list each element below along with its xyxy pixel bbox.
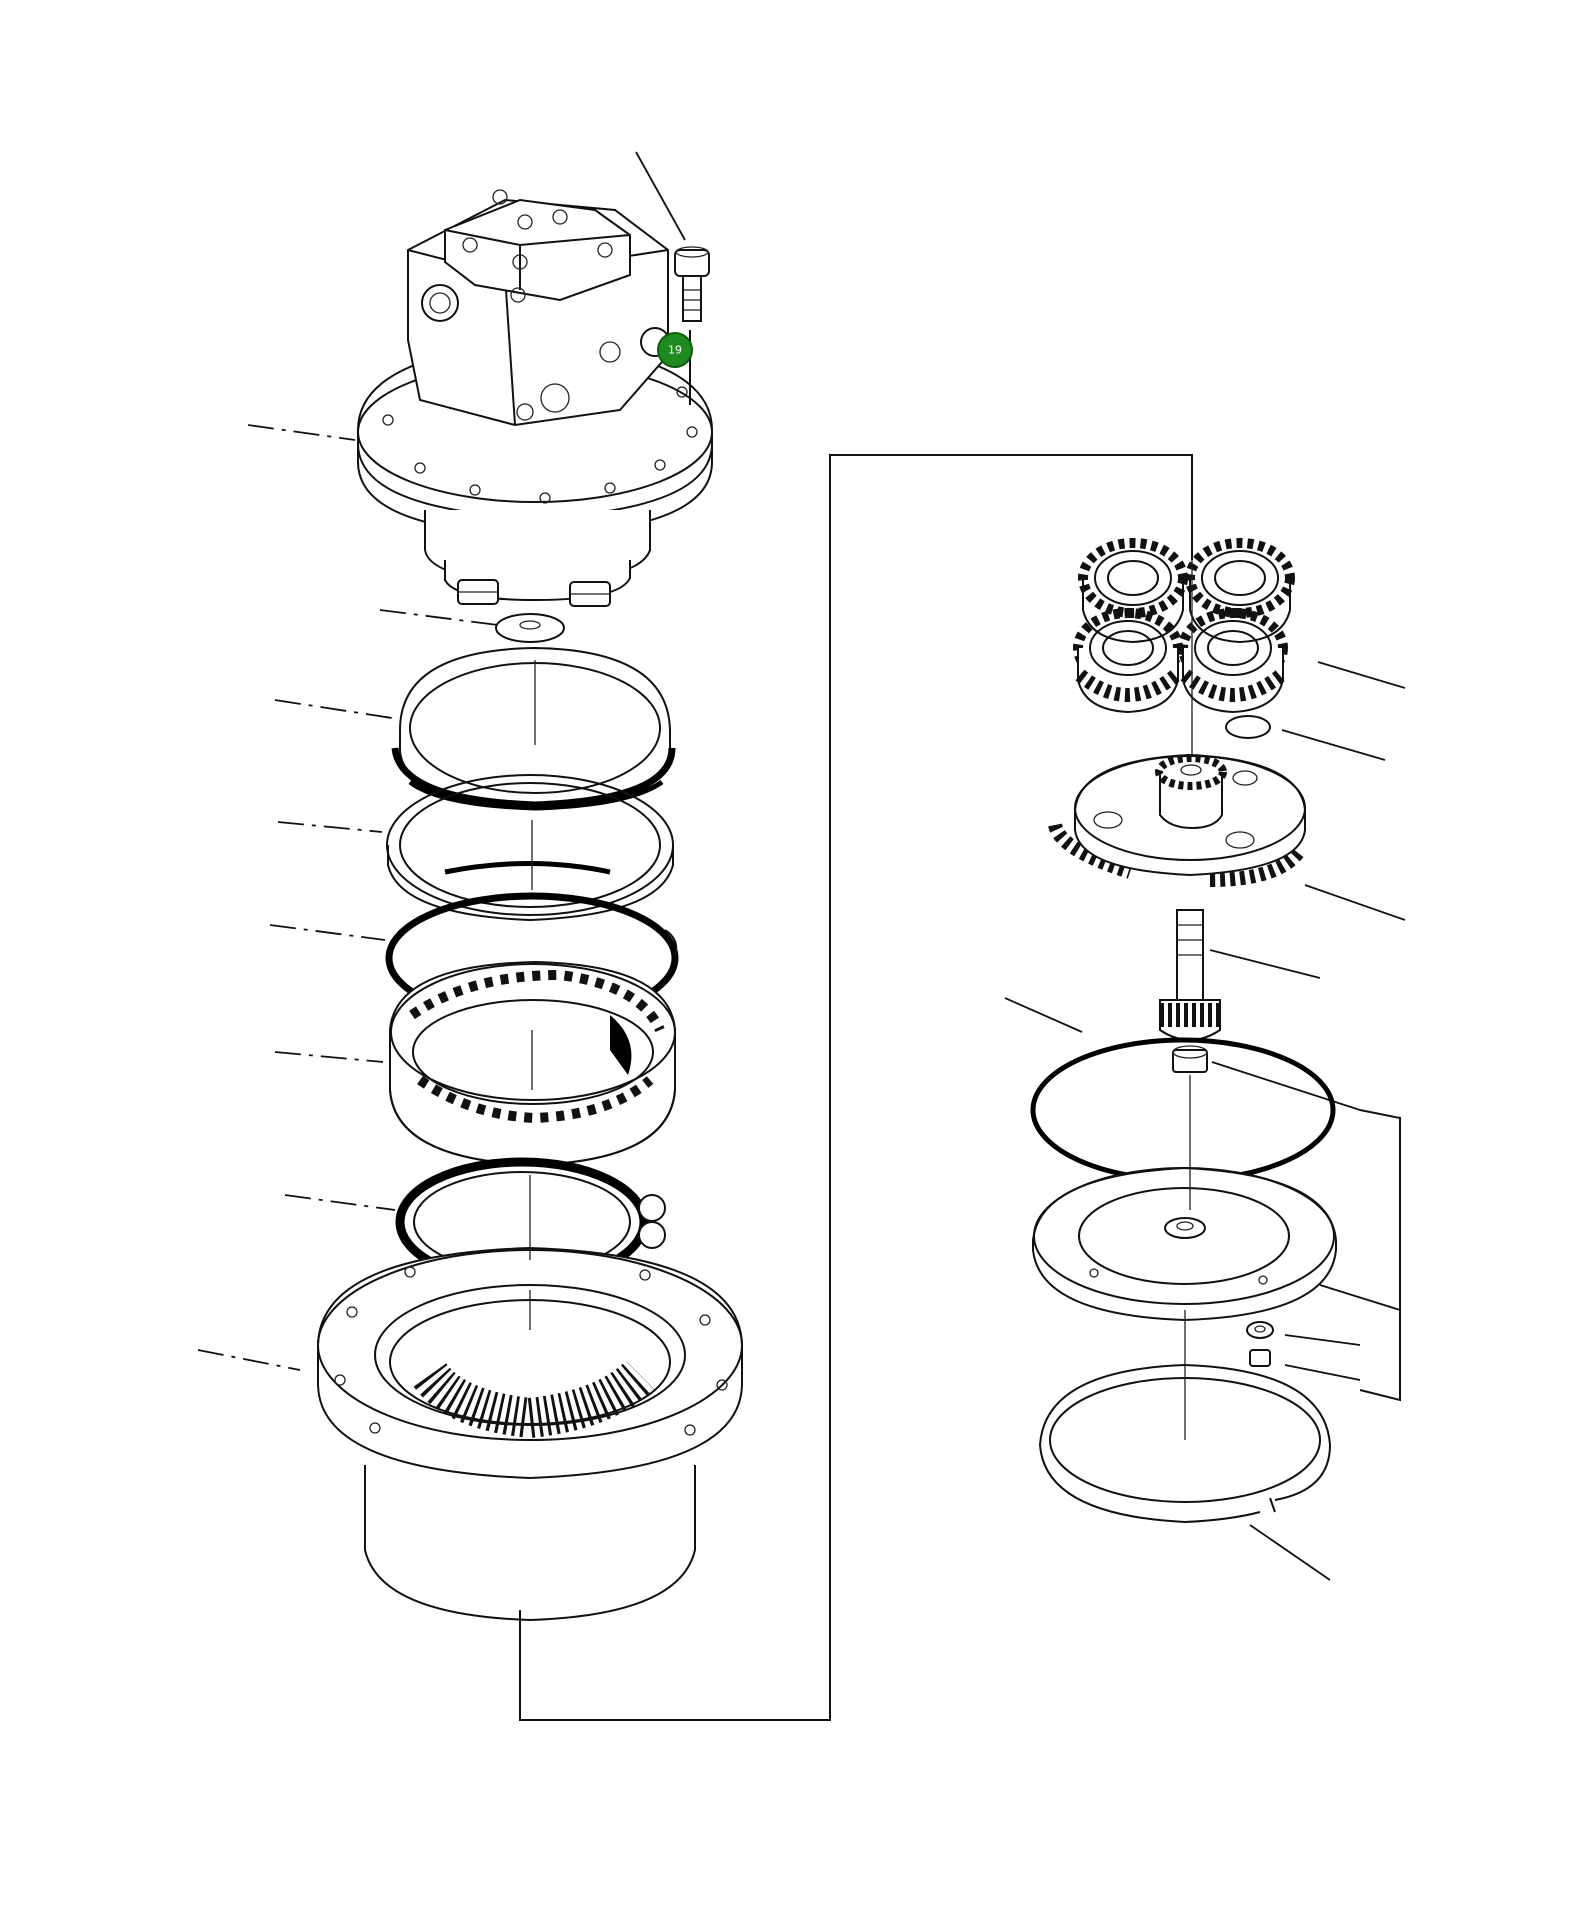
planet-gear-2 [1185,538,1295,644]
hotspot-19[interactable]: 19 [657,332,693,368]
cover [1032,1075,1401,1322]
planet-gears [1073,538,1406,760]
planet-gear-4 [1178,608,1288,714]
retaining-ring-1 [277,774,674,922]
section-connector [519,454,1193,1721]
travel-motor [247,189,713,607]
cap-screw [635,151,710,405]
spacer [1172,1045,1361,1111]
floating-seal [274,646,676,811]
plug-small [1249,1349,1361,1381]
split-ring [1038,1310,1332,1581]
ring-gear-housing [197,1246,743,1622]
planet-gear-1 [1078,538,1188,644]
circlip [1225,715,1386,761]
washer-small [1246,1321,1361,1346]
group-bracket [1359,1109,1401,1402]
hotspot-marker[interactable] [657,332,693,368]
sun-shaft [1159,909,1321,1042]
main-bearing [274,960,676,1167]
hotspot-label[interactable]: 19 [668,344,682,357]
planet-carrier [1048,753,1406,921]
thrust-washer [379,609,565,643]
